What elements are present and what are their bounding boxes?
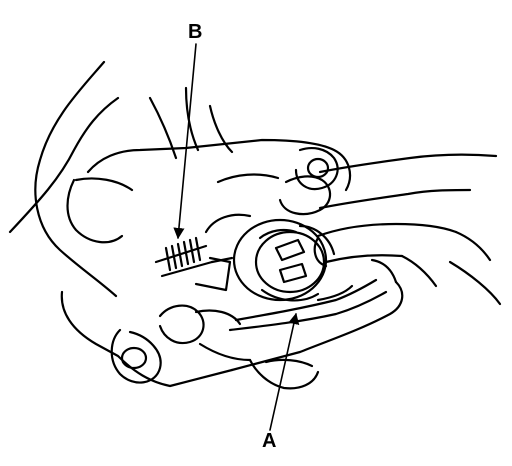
left-hand [8, 60, 234, 298]
starter-housing [60, 138, 404, 388]
right-hand [278, 153, 502, 306]
lower-fingers [158, 304, 320, 390]
callout-b-label: B [188, 21, 203, 43]
flange-plate [194, 256, 388, 332]
splined-shaft [154, 213, 252, 278]
leader-a [269, 312, 300, 431]
pinion-gear [232, 218, 336, 302]
callout-a-label: A [262, 430, 277, 452]
callout-leaders [173, 43, 300, 431]
leader-b [173, 43, 197, 240]
